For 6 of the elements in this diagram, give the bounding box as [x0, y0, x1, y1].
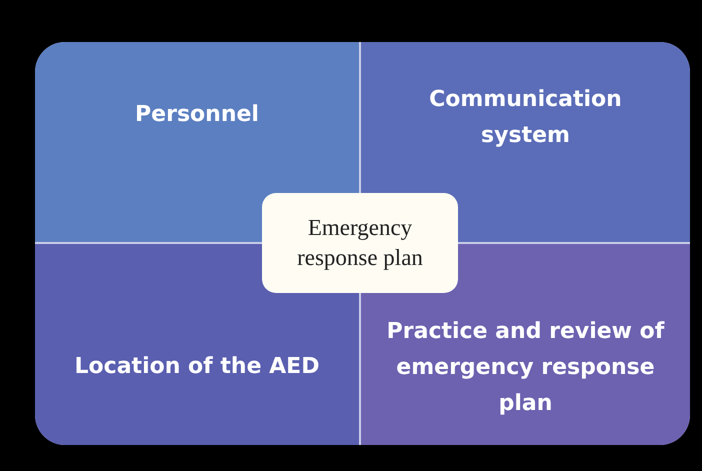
quadrant-label: Location of the AED [74, 353, 320, 381]
quadrant-label: Personnel [135, 101, 259, 129]
quadrant-label: Communication system [428, 86, 623, 150]
center-label: Emergency response plan [296, 214, 424, 272]
center-box [262, 193, 458, 293]
quadrant-label: Practice and review of emergency response plan [386, 318, 666, 418]
